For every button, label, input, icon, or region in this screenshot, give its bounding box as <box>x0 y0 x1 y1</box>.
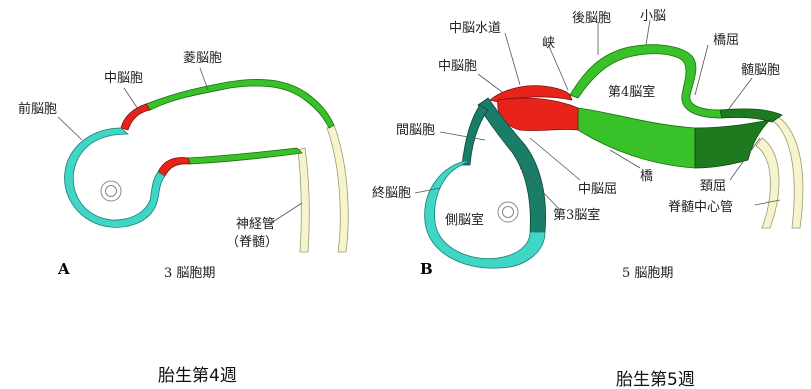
panel-a-letter: A <box>57 260 70 278</box>
a-forebrain <box>65 128 165 227</box>
a-optic-circle-outer <box>101 181 121 201</box>
label-third-ventricle: 第3脳室 <box>553 207 600 223</box>
b-spinal-cord-inner <box>756 138 779 228</box>
label-neural-tube: 神経管 <box>236 217 275 232</box>
label-fourth-ventricle: 第4脳室 <box>608 84 655 100</box>
a-hindbrain-inner <box>188 148 302 164</box>
a-optic-circle-inner <box>106 186 117 197</box>
b-leader-midbrain <box>478 74 502 92</box>
panel-a-diagram <box>58 68 348 252</box>
a-hindbrain-outer <box>146 79 334 128</box>
label-cervical-flexure: 頚屈 <box>700 179 726 194</box>
b-leader-aqueduct <box>505 33 520 85</box>
a-midbrain-inner <box>158 158 190 176</box>
label-spinal-cord: （脊髄） <box>226 235 278 250</box>
panel-b-letter: B <box>420 260 433 278</box>
label-pons: 橋 <box>640 169 653 184</box>
label-aqueduct: 中脳水道 <box>449 21 501 36</box>
a-leader-midbrain <box>124 88 140 112</box>
label-lateral-ventricle: 側脳室 <box>445 212 484 228</box>
label-cephalic-flexure: 中脳屈 <box>578 182 617 197</box>
label-hindbrain: 菱脳胞 <box>183 51 222 66</box>
label-central-canal: 脊髄中心管 <box>668 200 733 215</box>
b-leader-pontine <box>695 45 708 95</box>
a-midbrain-outer <box>121 104 150 130</box>
panel-b-stage: 5 脳胞期 <box>622 266 673 281</box>
label-telencephalon: 終脳胞 <box>372 185 411 201</box>
label-cerebellum: 小脳 <box>640 9 666 24</box>
b-diencephalon-inner <box>462 105 488 165</box>
b-midbrain-body <box>498 98 578 131</box>
panel-b-diagram <box>415 20 803 268</box>
label-medulla: 髄脳胞 <box>741 63 780 78</box>
label-midbrain-b: 中脳胞 <box>438 59 477 74</box>
b-cerebellum <box>570 45 722 118</box>
label-diencephalon: 間脳胞 <box>396 123 435 138</box>
panel-a-stage: 3 脳胞期 <box>164 266 215 281</box>
label-forebrain: 前脳胞 <box>18 101 57 117</box>
b-medulla <box>720 109 782 122</box>
label-metencephalon: 後脳胞 <box>572 11 611 26</box>
a-neural-tube-inner <box>298 148 309 252</box>
b-leader-medulla <box>728 78 752 110</box>
label-midbrain-a: 中脳胞 <box>104 71 143 86</box>
b-pons <box>578 108 695 168</box>
b-leader-diencephalon <box>440 132 485 140</box>
b-optic-circle-outer <box>498 202 518 222</box>
b-optic-circle-inner <box>503 207 514 218</box>
a-neural-tube <box>327 125 348 252</box>
a-leader-forebrain <box>58 117 82 140</box>
label-pontine-flexure: 橋屈 <box>713 33 739 48</box>
panel-a-caption: 胎生第4週 <box>158 366 237 386</box>
panel-b-caption: 胎生第5週 <box>616 370 695 389</box>
label-isthmus: 峡 <box>542 36 555 51</box>
